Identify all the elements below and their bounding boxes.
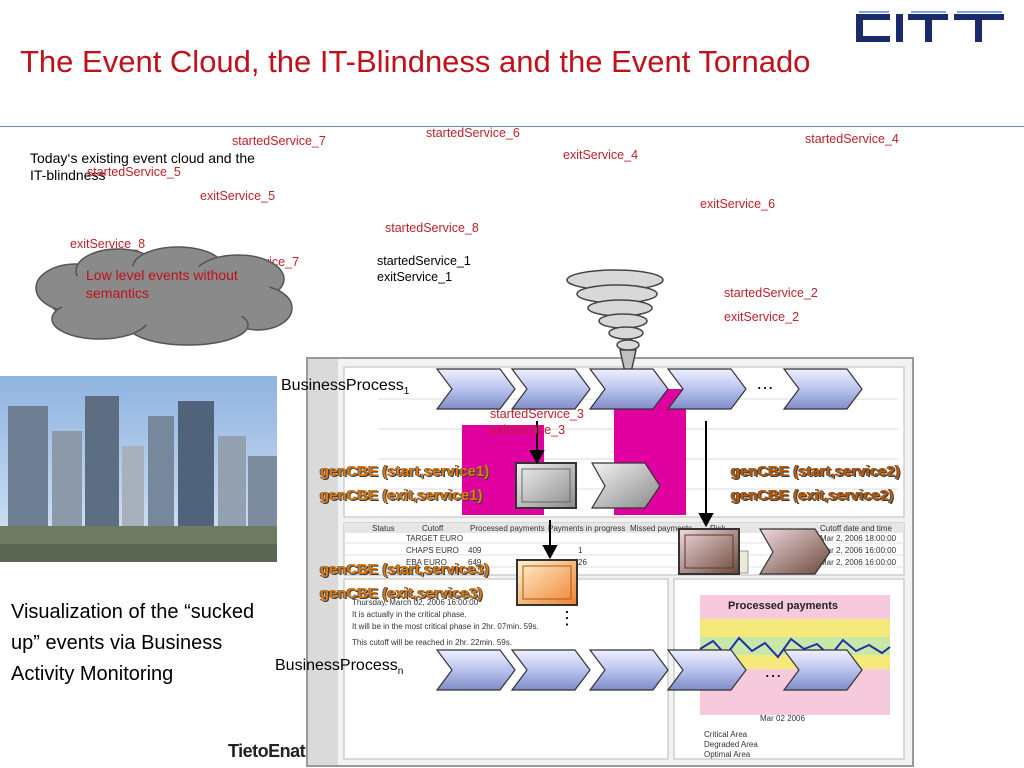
svg-text:26: 26: [578, 558, 587, 567]
event-tornado-icon: [566, 269, 664, 387]
citt-logo: [856, 11, 1004, 42]
svg-text:Processed payments: Processed payments: [470, 524, 545, 533]
event-cloud-note: Today‘s existing event cloud and the IT-…: [30, 150, 255, 183]
event-label: startedService_3: [490, 407, 584, 421]
bp1-chevrons: [435, 368, 863, 410]
svg-text:Cutoff date and time: Cutoff date and time: [820, 524, 892, 533]
svg-text:Mar 2, 2006 18:00:00: Mar 2, 2006 18:00:00: [820, 534, 897, 543]
event-label: exitService_6: [700, 197, 776, 211]
gencbe-exit-service3: genCBE (exit,service3): [320, 585, 483, 602]
bpn-ellipsis: …: [764, 661, 784, 681]
event-label: startedService_8: [385, 221, 479, 235]
business-process-1-label: BusinessProcess1: [281, 377, 410, 398]
svg-text:CHAPS EURO: CHAPS EURO: [406, 546, 459, 555]
event-label: exitService_2: [724, 310, 800, 324]
event-label: exitService_4: [563, 148, 639, 162]
event-label: exitService_1: [377, 270, 453, 284]
event-label: startedService_5: [87, 165, 181, 179]
event-cloud-shape: [35, 246, 293, 346]
bpn-chevrons: [435, 649, 863, 691]
svg-text:It will be in the most critica: It will be in the most critical phase in…: [352, 622, 539, 631]
business-process-n-label: BusinessProcessn: [275, 657, 404, 678]
vertical-ellipsis: ⋮: [558, 608, 576, 628]
svg-text:Mar 02 2006: Mar 02 2006: [760, 714, 805, 723]
svg-text:This cutoff will be reached in: This cutoff will be reached in 2hr. 22mi…: [352, 638, 512, 647]
svg-text:649: 649: [468, 558, 482, 567]
footer-brand: TietoEnat: [228, 741, 306, 761]
svg-text:409: 409: [468, 546, 482, 555]
svg-text:1: 1: [578, 546, 583, 555]
gencbe-start-service2: genCBE (start,service2): [731, 463, 901, 480]
svg-text:TARGET EURO: TARGET EURO: [406, 534, 463, 543]
gencbe-start-service1: genCBE (start,service1): [320, 463, 490, 480]
event-label: startedService_1: [377, 254, 471, 268]
gencbe-exit-service2: genCBE (exit,service2): [731, 487, 894, 504]
title-divider: [0, 126, 1024, 127]
gencbe-exit-service1: genCBE (exit,service1): [320, 487, 483, 504]
event-label: startedService_4: [805, 132, 899, 146]
svg-text:EBA EURO: EBA EURO: [406, 558, 447, 567]
svg-text:It is actually in the critical: It is actually in the critical phase.: [352, 610, 467, 619]
event-label: exitService_5: [200, 189, 276, 203]
bam-caption: Visualization of the “sucked up” events …: [11, 601, 255, 685]
svg-text:Thursday, March 02, 2006 16:00: Thursday, March 02, 2006 16:00:00: [352, 598, 479, 607]
svg-text:Degraded Area: Degraded Area: [704, 740, 758, 749]
event-label: exitService_3: [490, 423, 566, 437]
event-label: startedService_2: [724, 286, 818, 300]
event-label: startedService_6: [426, 126, 520, 140]
slide-title: The Event Cloud, the IT-Blindness and th…: [20, 44, 811, 79]
svg-text:Mar 2, 2006 16:00:00: Mar 2, 2006 16:00:00: [820, 558, 897, 567]
svg-text:Cutoff: Cutoff: [422, 524, 444, 533]
svg-text:Payments in progress: Payments in progress: [548, 524, 625, 533]
bp1-ellipsis: …: [756, 373, 776, 393]
cloud-caption: Low level events without semantics: [86, 267, 238, 301]
event-label: exitService_8: [70, 237, 146, 251]
event-label: startedService_7: [232, 134, 326, 148]
svg-text:Missed payments: Missed payments: [630, 524, 692, 533]
gencbe-start-service3: genCBE (start,service3): [320, 561, 490, 578]
svg-text:Processed payments: Processed payments: [728, 600, 838, 612]
svg-text:Critical Area: Critical Area: [704, 730, 748, 739]
city-skyline-image: [0, 376, 277, 562]
svg-text:Optimal Area: Optimal Area: [704, 750, 751, 759]
svg-text:Status: Status: [372, 524, 395, 533]
svg-text:Mar 2, 2006 16:00:00: Mar 2, 2006 16:00:00: [820, 546, 897, 555]
